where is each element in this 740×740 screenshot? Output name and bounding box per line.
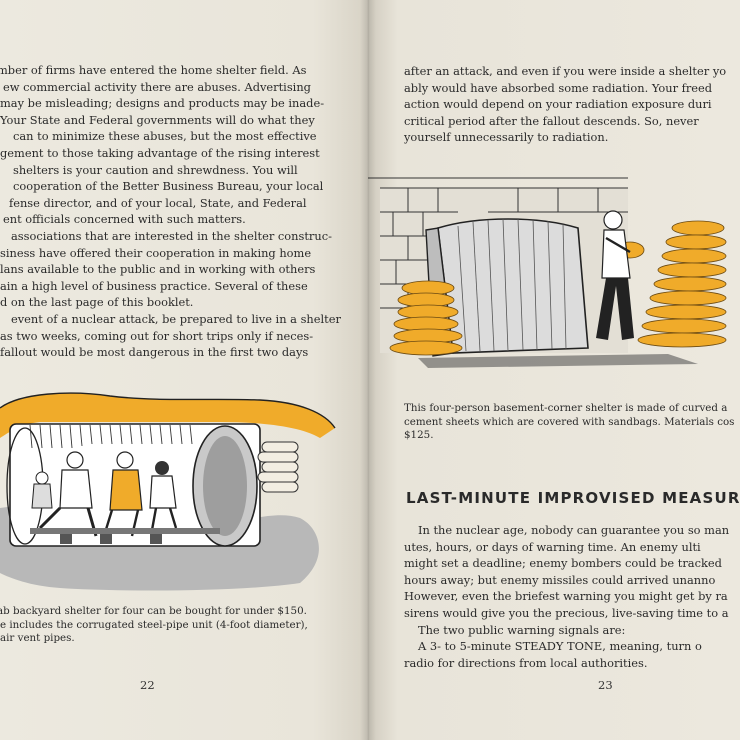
curved-sheet xyxy=(437,218,589,354)
book-gutter xyxy=(360,0,376,740)
basement-shelter-illustration xyxy=(368,177,727,368)
right-page: after an attack, and even if you were in… xyxy=(368,0,740,740)
sandbag-pile-left xyxy=(389,280,463,356)
left-caption: ab backyard shelter for four can be boug… xyxy=(0,605,308,644)
right-top-paragraph: after an attack, and even if you were in… xyxy=(404,64,727,145)
man-figure xyxy=(596,210,634,340)
page-number-23: 23 xyxy=(598,678,613,692)
right-caption: This four-person basement-corner shelter… xyxy=(404,402,735,441)
sandbags xyxy=(257,441,299,493)
page-number-22: 22 xyxy=(140,678,155,692)
backyard-shelter-illustration xyxy=(0,392,336,591)
left-page: mber of firms have entered the home shel… xyxy=(0,0,368,740)
family-figures xyxy=(31,451,178,537)
right-body: In the nuclear age, nobody can guarantee… xyxy=(404,523,730,670)
earth-mound xyxy=(0,393,335,438)
left-paragraph-1: mber of firms have entered the home shel… xyxy=(0,63,325,227)
left-paragraph-3: event of a nuclear attack, be prepared t… xyxy=(0,312,341,360)
left-paragraph-2: associations that are interested in the … xyxy=(0,229,332,310)
sandbag-pile-right xyxy=(615,220,727,348)
section-heading: LAST-MINUTE IMPROVISED MEASURES xyxy=(406,489,740,507)
